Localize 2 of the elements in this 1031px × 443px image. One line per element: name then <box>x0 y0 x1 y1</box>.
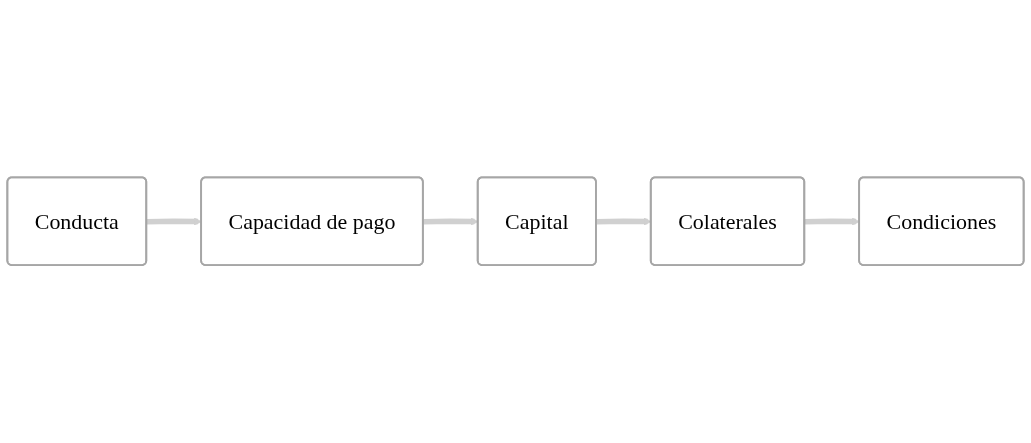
arrow <box>146 217 202 226</box>
arrow <box>804 217 860 226</box>
